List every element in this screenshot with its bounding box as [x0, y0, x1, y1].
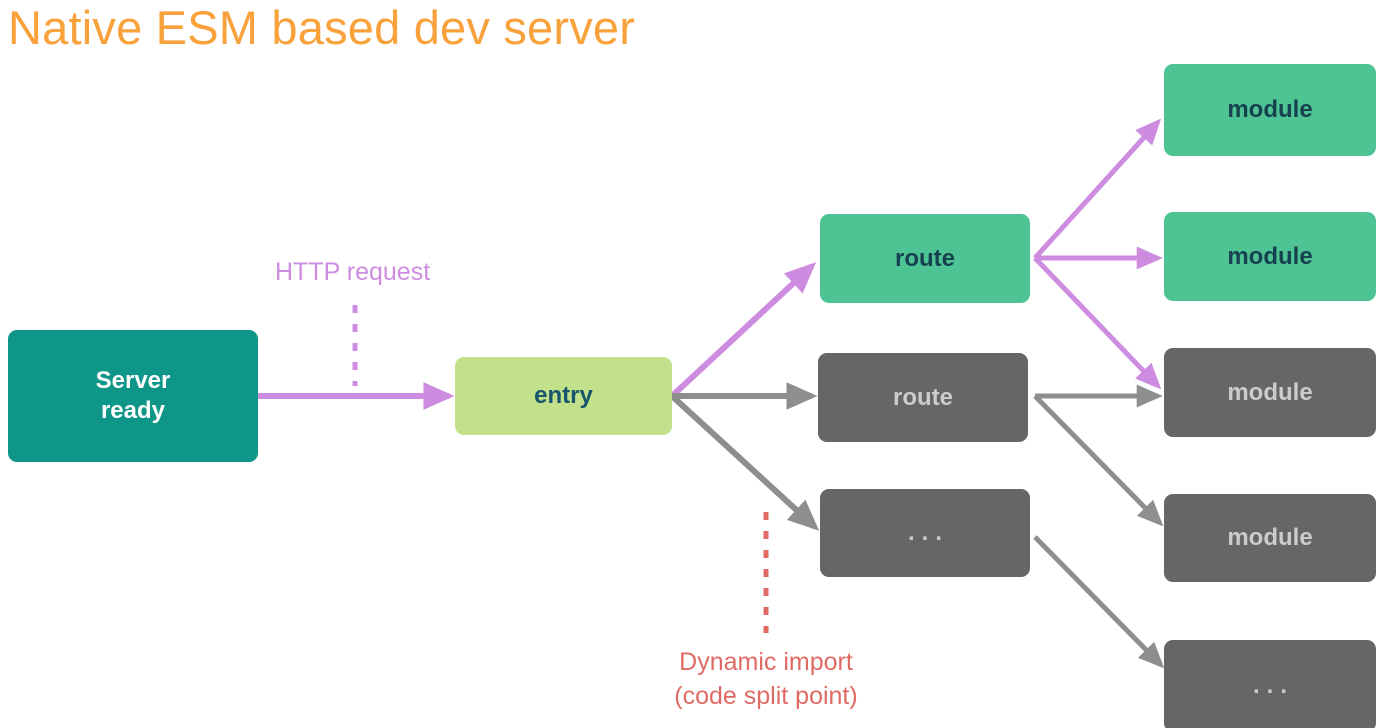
- arrow-entry-to-ellipsis: [669, 393, 820, 531]
- arrow-ellipsis-to-bottom-ellipsis: [1033, 535, 1165, 669]
- node-route-gray[interactable]: route: [818, 353, 1028, 442]
- node-route-green-label: route: [895, 244, 955, 272]
- node-module-3-label: module: [1227, 378, 1313, 406]
- node-entry-label: entry: [534, 382, 593, 409]
- node-route-gray-label: route: [893, 383, 953, 411]
- annotation-dynamic-import: Dynamic import (code split point): [616, 645, 916, 713]
- node-module-1-label: module: [1227, 96, 1313, 123]
- node-server-ready-line1: Server: [95, 367, 171, 394]
- node-server-ready[interactable]: Server ready: [8, 330, 258, 462]
- node-route-green[interactable]: route: [820, 214, 1030, 303]
- node-entry[interactable]: entry: [455, 357, 672, 435]
- annotation-dynamic-import-line1: Dynamic import: [679, 648, 853, 676]
- node-module-4[interactable]: module: [1164, 494, 1376, 582]
- node-module-3[interactable]: module: [1164, 348, 1376, 437]
- arrow-route-green-to-module-1: [1033, 118, 1162, 260]
- node-module-1[interactable]: module: [1164, 64, 1376, 156]
- annotation-http-request: HTTP request: [275, 258, 431, 286]
- arrow-route-gray-to-module-4: [1033, 394, 1164, 527]
- node-module-4-label: module: [1227, 524, 1313, 551]
- node-module-2[interactable]: module: [1164, 212, 1376, 301]
- page-title: Native ESM based dev server: [8, 1, 636, 54]
- node-ellipsis-bottom-label: ...: [1252, 672, 1294, 699]
- node-ellipsis-middle[interactable]: ...: [820, 489, 1030, 577]
- node-server-ready-line2: ready: [100, 397, 166, 424]
- node-ellipsis-middle-label: ...: [907, 519, 949, 546]
- node-module-2-label: module: [1227, 242, 1313, 270]
- annotation-dynamic-import-line2: (code split point): [674, 682, 858, 710]
- node-ellipsis-bottom[interactable]: ...: [1164, 640, 1376, 728]
- arrow-entry-to-route-green: [669, 262, 817, 399]
- arrow-route-green-to-module-3: [1033, 256, 1162, 390]
